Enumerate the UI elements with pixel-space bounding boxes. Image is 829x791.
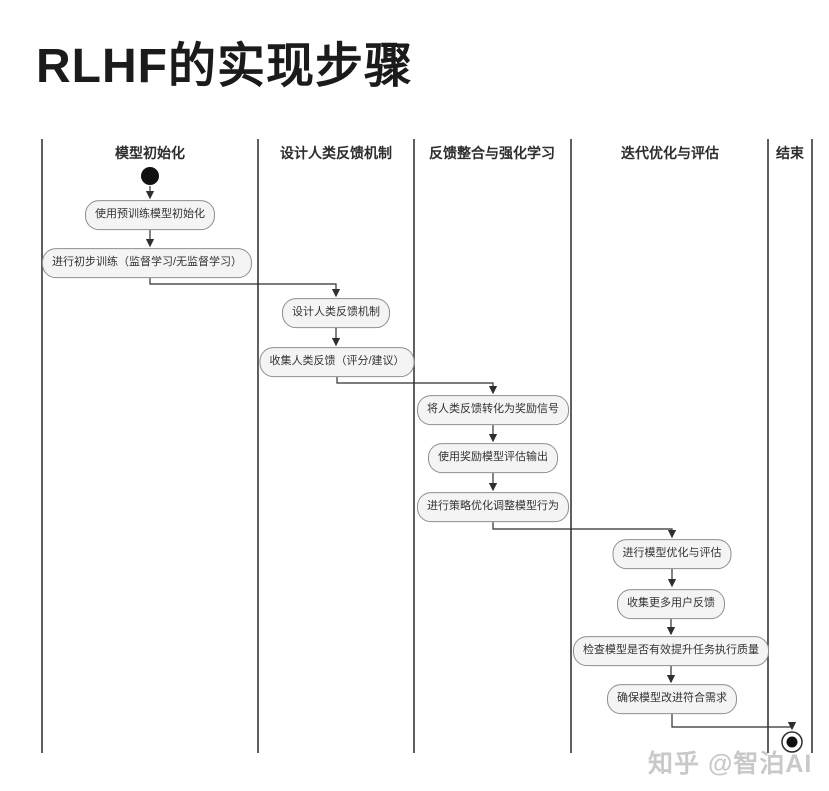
start-node xyxy=(141,167,159,185)
flow-arrow-n7-to-n8 xyxy=(492,522,677,539)
page-title: RLHF的实现步骤 xyxy=(36,40,413,93)
activity-node-n8: 进行模型优化与评估 xyxy=(612,539,732,569)
activity-node-n10: 检查模型是否有效提升任务执行质量 xyxy=(573,636,769,666)
activity-node-n9: 收集更多用户反馈 xyxy=(617,589,725,619)
flow-arrow-n2-to-n3 xyxy=(149,278,341,298)
end-node-dot xyxy=(786,736,798,748)
lane-header: 迭代优化与评估 xyxy=(621,145,719,161)
activity-node-n3: 设计人类反馈机制 xyxy=(282,298,390,328)
activity-node-n2: 进行初步训练（监督学习/无监督学习） xyxy=(41,248,253,278)
flow-arrow-n11-to-end xyxy=(671,714,797,731)
activity-node-n1: 使用预训练模型初始化 xyxy=(85,200,215,230)
lane-header: 结束 xyxy=(776,145,804,161)
activity-node-n6: 使用奖励模型评估输出 xyxy=(428,443,558,473)
flow-arrow-n4-to-n5 xyxy=(336,377,498,395)
activity-node-n11: 确保模型改进符合需求 xyxy=(607,684,737,714)
lane-header: 模型初始化 xyxy=(115,145,185,161)
activity-node-n7: 进行策略优化调整模型行为 xyxy=(417,492,569,522)
activity-node-n4: 收集人类反馈（评分/建议） xyxy=(259,347,415,377)
lane-header: 设计人类反馈机制 xyxy=(280,145,392,161)
activity-node-n5: 将人类反馈转化为奖励信号 xyxy=(417,395,569,425)
watermark: 知乎 @智泊AI xyxy=(648,750,813,778)
lane-header: 反馈整合与强化学习 xyxy=(429,145,555,161)
